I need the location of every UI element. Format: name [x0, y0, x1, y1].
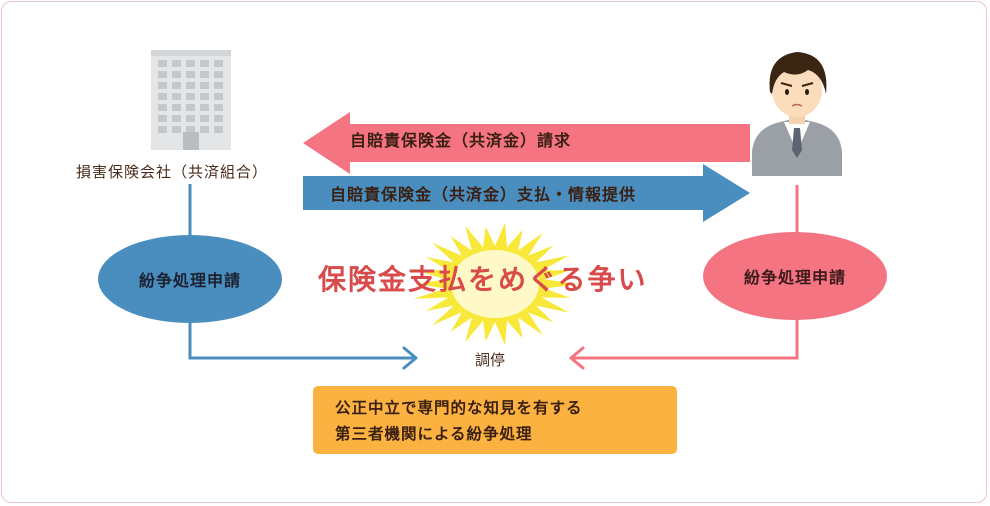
building-window [186, 71, 195, 78]
building-window [214, 82, 223, 89]
building-window [214, 93, 223, 100]
building-window [158, 60, 167, 67]
building-window [214, 104, 223, 111]
building-window [200, 93, 209, 100]
company-label: 損害保険会社（共済組合） [76, 163, 269, 181]
building-window [186, 115, 195, 122]
building-window [214, 71, 223, 78]
third-party-line-2: 第三者機関による紛争処理 [335, 425, 533, 443]
left-circle-label: 紛争処理申請 [138, 271, 241, 290]
third-party-box: 公正中立で専門的な知見を有する 第三者機関による紛争処理 [313, 386, 677, 454]
building-window [214, 60, 223, 67]
building-window [214, 115, 223, 122]
right-dispute-application: 紛争処理申請 [703, 232, 887, 320]
building-window [186, 126, 195, 133]
request-arrow [303, 112, 750, 174]
building-window [200, 115, 209, 122]
building-window [172, 60, 181, 67]
building-window [158, 82, 167, 89]
third-party-line-1: 公正中立で専門的な知見を有する [335, 399, 583, 417]
building-window [158, 71, 167, 78]
building-window [186, 104, 195, 111]
building-window [158, 115, 167, 122]
building-window [186, 60, 195, 67]
building-window [158, 104, 167, 111]
payment-arrow-label: 自賠責保険金（共済金）支払・情報提供 [330, 185, 637, 204]
building-window [200, 71, 209, 78]
person-icon [752, 52, 842, 176]
payment-arrow [303, 164, 750, 222]
building-window [200, 126, 209, 133]
building-window [172, 115, 181, 122]
request-arrow-label: 自賠責保険金（共済金）請求 [350, 131, 572, 150]
building-window [186, 82, 195, 89]
office-building-icon [151, 50, 231, 150]
mediation-label: 調停 [475, 351, 506, 369]
building-window [200, 60, 209, 67]
right-circle-label: 紛争処理申請 [743, 268, 846, 287]
left-dispute-application: 紛争処理申請 [98, 235, 282, 323]
building-window [172, 93, 181, 100]
building-window [158, 126, 167, 133]
building-window [200, 104, 209, 111]
building-window [172, 71, 181, 78]
dispute-title: 保険金支払をめぐる争い [318, 263, 648, 296]
starburst-icon [413, 222, 579, 346]
building-window [172, 126, 181, 133]
building-window [200, 82, 209, 89]
building-window [172, 82, 181, 89]
building-window [186, 93, 195, 100]
building-window [214, 126, 223, 133]
building-window [158, 93, 167, 100]
building-window [172, 104, 181, 111]
